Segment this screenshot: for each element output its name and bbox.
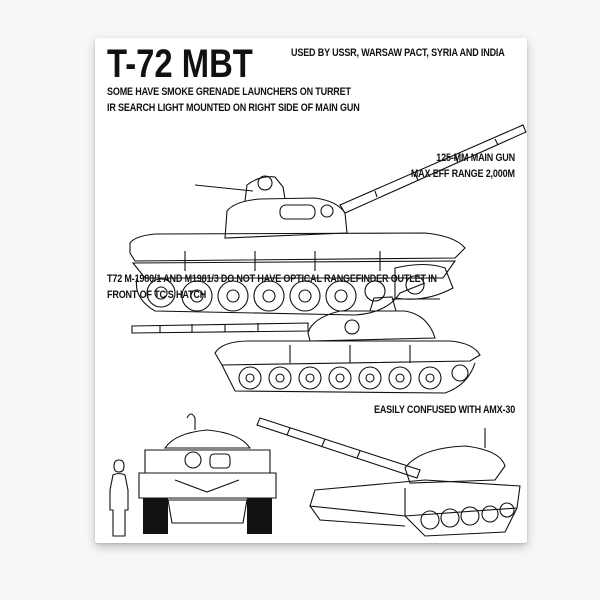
- human-silhouette-icon: [109, 459, 129, 537]
- poster-title: T-72 MBT: [107, 42, 253, 86]
- ir-searchlight-note: IR SEARCH LIGHT MOUNTED ON RIGHT SIDE OF…: [107, 102, 360, 114]
- rangefinder-note-line1: T72 M-1980/1 AND M1981/3 DO NOT HAVE OPT…: [107, 273, 437, 285]
- smoke-launcher-note: SOME HAVE SMOKE GRENADE LAUNCHERS ON TUR…: [107, 86, 351, 98]
- amx-confusion-note: EASILY CONFUSED WITH AMX-30: [373, 404, 515, 416]
- rangefinder-note-line2: FRONT OF TC'S HATCH: [107, 289, 207, 301]
- main-gun-spec: 125-MM MAIN GUN: [436, 152, 515, 164]
- tank-side-view-icon: [131, 296, 481, 394]
- range-spec: MAX EFF RANGE 2,000M: [411, 168, 515, 180]
- tank-front-view-icon: [138, 413, 277, 534]
- tank-three-quarter-view-icon: [256, 417, 521, 537]
- poster-panel: T-72 MBT USED BY USSR, WARSAW PACT, SYRI…: [95, 38, 527, 543]
- used-by-text: USED BY USSR, WARSAW PACT, SYRIA AND IND…: [291, 47, 505, 59]
- tank-side-view-icon: [129, 124, 527, 316]
